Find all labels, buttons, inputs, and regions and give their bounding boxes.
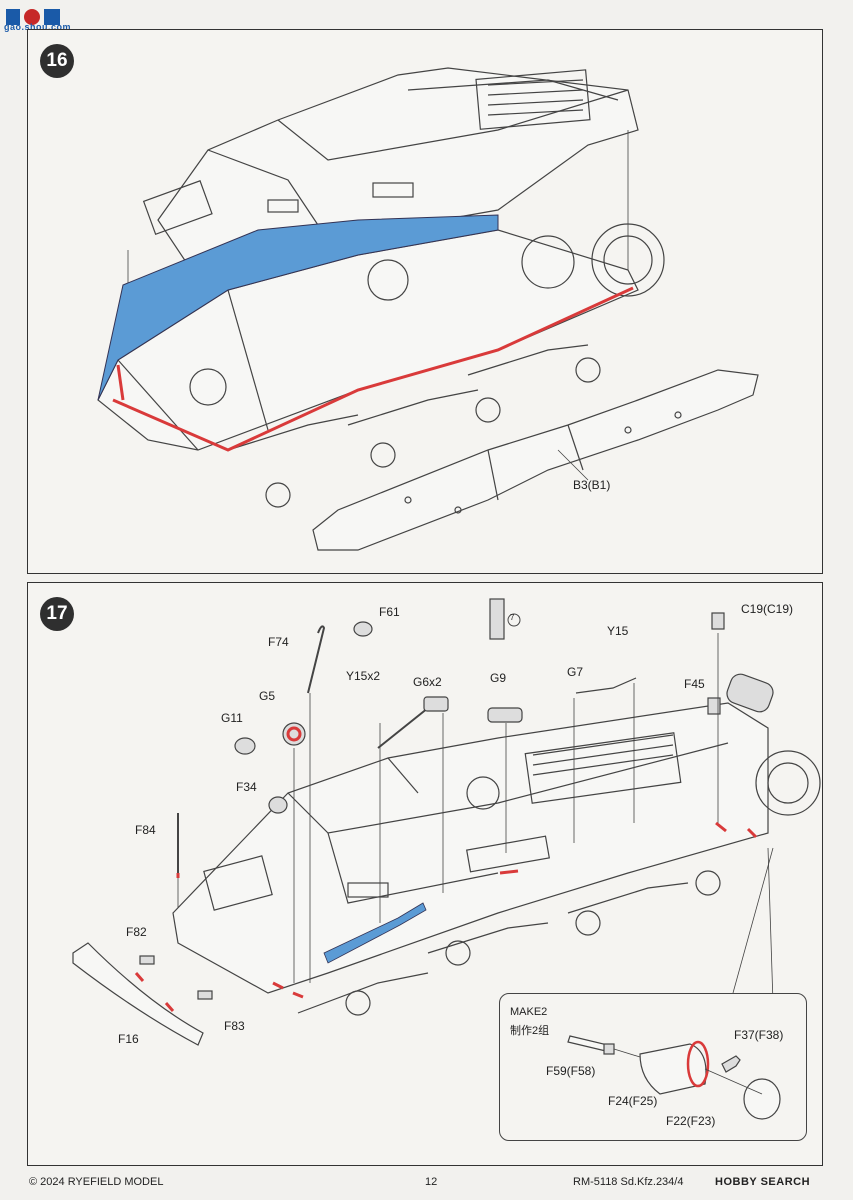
part-label-f45: F45 xyxy=(684,677,705,691)
part-label-f22: F22(F23) xyxy=(666,1114,716,1128)
site-logo xyxy=(4,6,74,36)
part-label-f74: F74 xyxy=(268,635,289,649)
footer-product: RM-5118 Sd.Kfz.234/4 xyxy=(573,1176,684,1188)
part-label-f84: F84 xyxy=(135,823,156,837)
part-label-b3: B3(B1) xyxy=(573,478,611,492)
part-label-g6x2: G6x2 xyxy=(413,675,442,689)
footer-copyright: © 2024 RYEFIELD MODEL xyxy=(29,1176,164,1188)
footer-brand-watermark: HOBBY SEARCH xyxy=(715,1176,811,1188)
callout-title: MAKE2 xyxy=(510,1006,548,1018)
part-label-f16: F16 xyxy=(118,1032,139,1046)
step-17-panel: 17 xyxy=(27,582,823,1166)
site-url: gao.shou.com xyxy=(4,22,72,32)
part-label-f37: F37(F38) xyxy=(734,1028,784,1042)
part-label-c19: C19(C19) xyxy=(741,602,794,616)
make2-callout: MAKE2 制作2组 F59(F58) F37(F38) F24(F25) F2… xyxy=(499,993,807,1141)
step-16-panel: 16 xyxy=(27,29,823,574)
exhaust-subassembly xyxy=(567,1035,781,1120)
part-label-f59: F59(F58) xyxy=(546,1064,596,1078)
part-label-f34: F34 xyxy=(236,780,257,794)
part-label-f82: F82 xyxy=(126,925,147,939)
step-17-diagram xyxy=(72,598,821,1046)
part-label-y15x2: Y15x2 xyxy=(346,669,381,683)
part-label-g11: G11 xyxy=(221,711,243,725)
part-label-y15: Y15 xyxy=(607,624,629,638)
part-label-g5: G5 xyxy=(259,689,276,703)
part-label-f83: F83 xyxy=(224,1019,245,1033)
part-label-f24: F24(F25) xyxy=(608,1094,658,1108)
step-number-17: 17 xyxy=(40,597,74,631)
part-label-f61: F61 xyxy=(379,605,400,619)
callout-subtitle: 制作2组 xyxy=(510,1025,550,1037)
part-label-g9: G9 xyxy=(490,671,507,685)
step-16-diagram xyxy=(97,67,759,551)
part-label-7: 7 xyxy=(510,613,515,622)
step-number-16: 16 xyxy=(40,44,74,78)
footer-page-number: 12 xyxy=(425,1176,438,1188)
part-label-g7: G7 xyxy=(567,665,584,679)
